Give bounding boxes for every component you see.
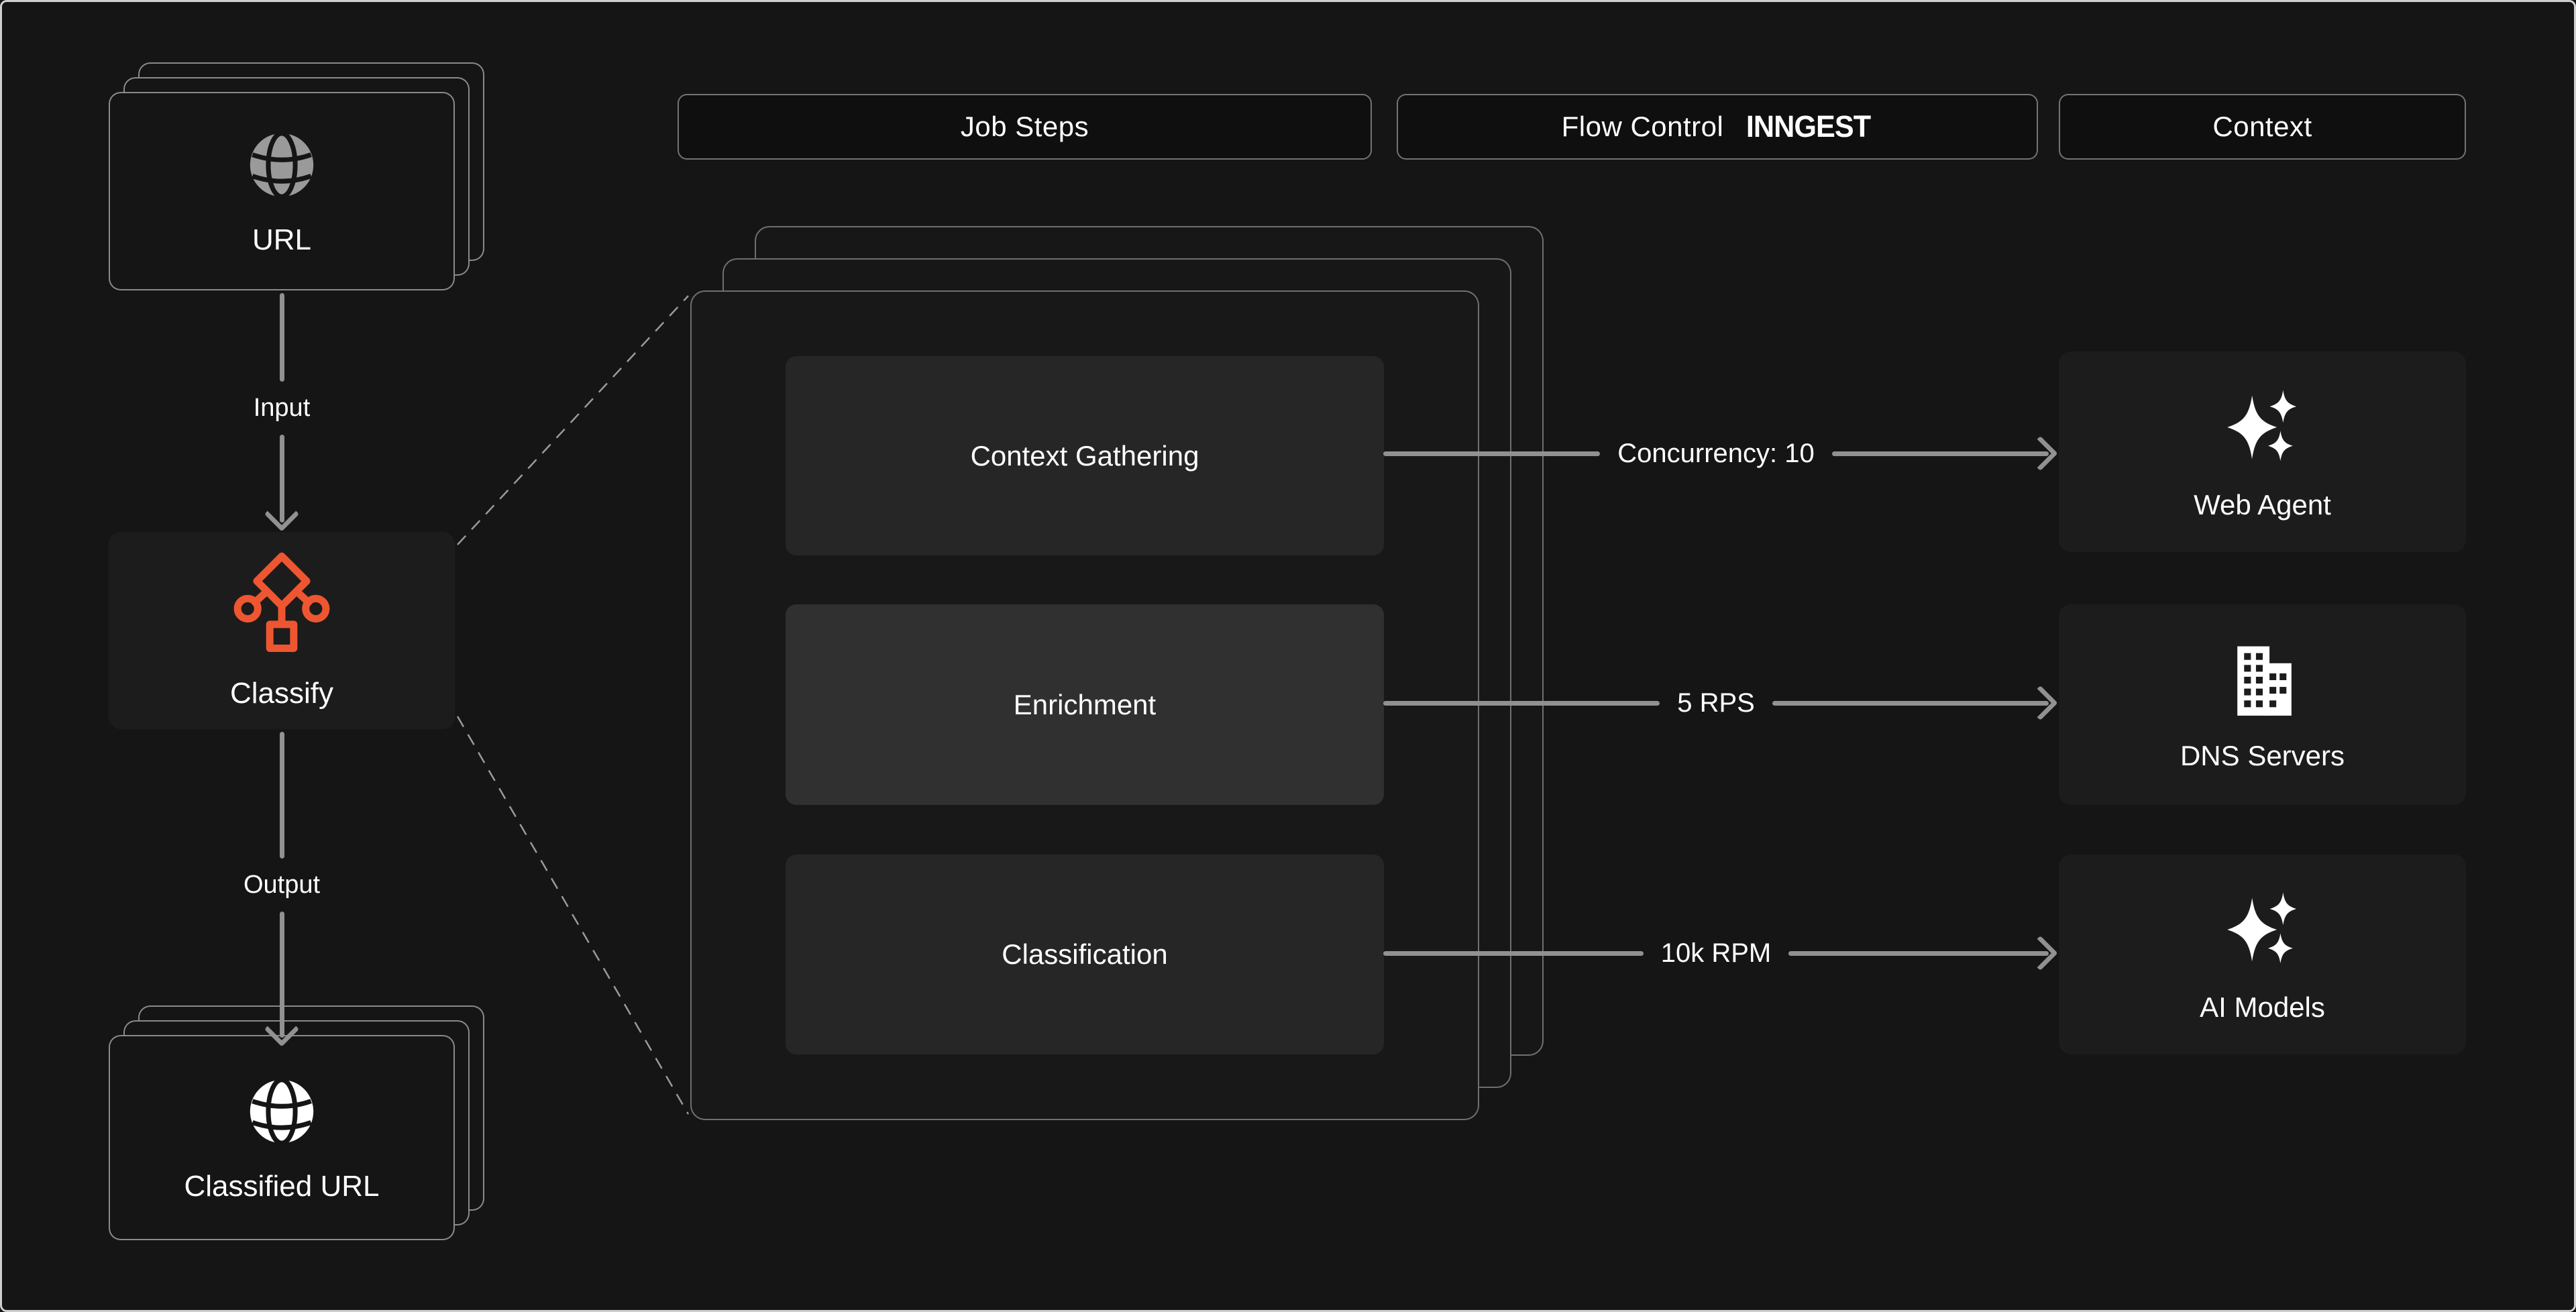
chevron-down-icon bbox=[264, 1012, 300, 1047]
job-step-label: Context Gathering bbox=[970, 439, 1199, 472]
url-node-label: URL bbox=[252, 223, 312, 256]
flow-arrow-label: 5 RPS bbox=[1677, 688, 1755, 718]
chevron-right-icon bbox=[2023, 435, 2058, 472]
flow-arrow-label: 10k RPM bbox=[1660, 938, 1772, 968]
classify-flow-icon bbox=[233, 552, 330, 653]
chevron-right-icon bbox=[2023, 685, 2058, 721]
job-step-classification: Classification bbox=[786, 855, 1384, 1054]
job-step-label: Classification bbox=[1002, 938, 1168, 970]
header-job-steps: Job Steps bbox=[678, 94, 1372, 160]
input-arrow-label: Input bbox=[253, 393, 311, 422]
arrow-line bbox=[1788, 950, 2049, 956]
flow-arrow-rpm: 10k RPM bbox=[1383, 920, 2058, 986]
classify-node-label: Classify bbox=[229, 677, 334, 710]
arrow-line bbox=[1772, 700, 2049, 706]
arrow-line bbox=[1383, 451, 1601, 456]
arrow-line bbox=[279, 434, 284, 523]
arrow-line bbox=[279, 293, 284, 382]
arrow-line bbox=[279, 911, 284, 1038]
flow-arrow-label: Concurrency: 10 bbox=[1617, 438, 1815, 468]
job-step-enrichment: Enrichment bbox=[786, 604, 1384, 805]
output-arrow: Output bbox=[221, 732, 342, 1047]
header-context-label: Context bbox=[2212, 111, 2312, 142]
header-flow-control-label: Flow Control bbox=[1561, 111, 1724, 142]
job-step-label: Enrichment bbox=[1013, 688, 1157, 720]
url-node: URL bbox=[109, 92, 455, 290]
arrow-line bbox=[279, 732, 284, 859]
globe-icon bbox=[250, 1077, 314, 1146]
context-node-ai-models: AI Models bbox=[2059, 855, 2466, 1054]
context-node-web-agent: Web Agent bbox=[2059, 351, 2466, 552]
context-node-label: Web Agent bbox=[2194, 488, 2331, 521]
classified-url-node-label: Classified URL bbox=[184, 1170, 380, 1203]
inngest-logo: INNGEST bbox=[1746, 109, 1871, 144]
output-arrow-label: Output bbox=[243, 870, 321, 899]
sparkles-icon bbox=[2226, 390, 2296, 461]
globe-icon bbox=[250, 131, 314, 199]
context-node-dns-servers: DNS Servers bbox=[2059, 604, 2466, 805]
header-context: Context bbox=[2059, 94, 2466, 160]
arrow-line bbox=[1383, 950, 1644, 956]
chevron-down-icon bbox=[264, 496, 300, 532]
sparkles-icon bbox=[2226, 892, 2296, 964]
classified-url-node-stack: Classified URL bbox=[109, 1005, 484, 1240]
url-node-stack: URL bbox=[109, 62, 484, 290]
flow-arrow-concurrency: Concurrency: 10 bbox=[1383, 421, 2058, 486]
classify-node: Classify bbox=[109, 532, 455, 729]
classified-url-node: Classified URL bbox=[109, 1035, 455, 1240]
chevron-right-icon bbox=[2023, 935, 2058, 971]
context-node-label: AI Models bbox=[2200, 991, 2325, 1023]
arrow-line bbox=[1831, 451, 2049, 456]
job-step-context-gathering: Context Gathering bbox=[786, 356, 1384, 555]
flow-arrow-rps: 5 RPS bbox=[1383, 670, 2058, 736]
arrow-line bbox=[1383, 700, 1660, 706]
input-arrow: Input bbox=[221, 293, 342, 532]
header-job-steps-label: Job Steps bbox=[960, 111, 1089, 142]
context-node-label: DNS Servers bbox=[2180, 739, 2345, 771]
building-icon bbox=[2237, 646, 2292, 716]
header-flow-control: Flow Control INNGEST bbox=[1397, 94, 2038, 160]
